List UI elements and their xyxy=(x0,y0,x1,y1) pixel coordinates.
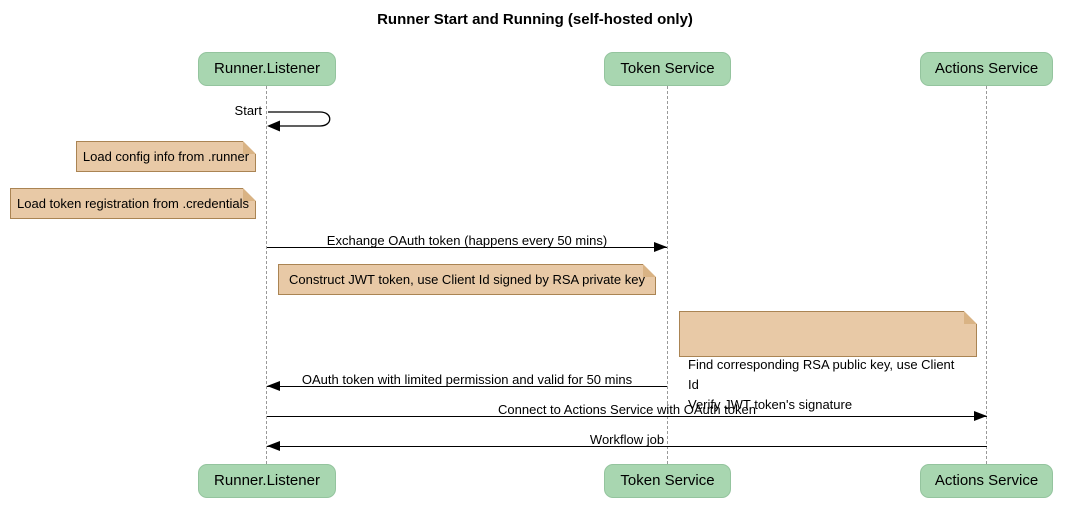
note-load-config: Load config info from .runner xyxy=(76,141,256,172)
diagram-title: Runner Start and Running (self-hosted on… xyxy=(377,11,693,28)
note-load-token-registration-text: Load token registration from .credential… xyxy=(17,196,249,211)
message-workflow-job-line xyxy=(267,446,987,447)
participant-actions-service-top: Actions Service xyxy=(920,52,1053,86)
participant-actions-service-bottom: Actions Service xyxy=(920,464,1053,498)
note-verify-jwt-text: Find corresponding RSA public key, use C… xyxy=(688,357,955,412)
note-load-config-text: Load config info from .runner xyxy=(82,149,250,164)
lifeline-token-service xyxy=(667,86,668,464)
message-exchange-oauth-label: Exchange OAuth token (happens every 50 m… xyxy=(326,233,608,248)
participant-runner-listener-bottom: Runner.Listener xyxy=(198,464,336,498)
participant-runner-listener-top: Runner.Listener xyxy=(198,52,336,86)
participant-token-service-top: Token Service xyxy=(604,52,731,86)
lifeline-actions-service xyxy=(986,86,987,464)
self-message-loop-arrow xyxy=(267,111,331,132)
message-oauth-token-back-line xyxy=(267,386,667,387)
note-fold-icon xyxy=(964,311,977,324)
arrowhead-left-icon xyxy=(267,441,280,451)
note-fold-icon xyxy=(243,141,256,154)
note-construct-jwt: Construct JWT token, use Client Id signe… xyxy=(278,264,656,295)
message-connect-actions-label: Connect to Actions Service with OAuth to… xyxy=(498,402,756,417)
note-verify-jwt: Find corresponding RSA public key, use C… xyxy=(679,311,977,412)
arrowhead-left-icon xyxy=(267,381,280,391)
message-workflow-job-label: Workflow job xyxy=(589,432,665,447)
note-fold-icon xyxy=(243,188,256,201)
participant-token-service-bottom: Token Service xyxy=(604,464,731,498)
message-oauth-token-back-label: OAuth token with limited permission and … xyxy=(301,372,633,387)
self-message-start-label: Start xyxy=(234,103,262,118)
arrowhead-right-icon xyxy=(974,411,987,421)
message-connect-actions-line xyxy=(267,416,987,417)
note-construct-jwt-text: Construct JWT token, use Client Id signe… xyxy=(289,272,645,287)
note-load-token-registration: Load token registration from .credential… xyxy=(10,188,256,219)
arrowhead-right-icon xyxy=(654,242,667,252)
message-exchange-oauth-line xyxy=(267,247,667,248)
lifeline-runner-listener xyxy=(266,86,267,464)
note-fold-icon xyxy=(643,264,656,277)
